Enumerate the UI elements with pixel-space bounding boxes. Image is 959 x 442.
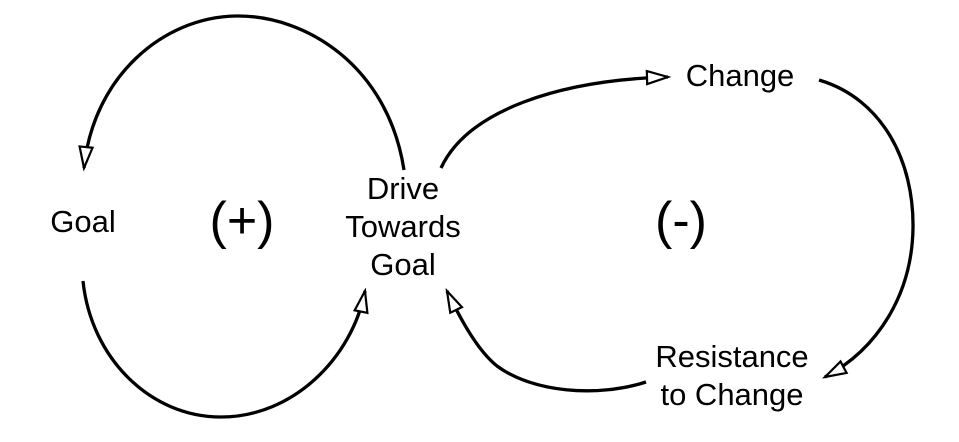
node-drive-line-1: Drive <box>366 171 440 206</box>
node-goal: Goal <box>50 204 116 239</box>
arc-drive-to-change <box>439 77 668 169</box>
negative-loop-sign: (-) <box>655 192 707 250</box>
arc-resistance-to-drive <box>447 291 647 393</box>
node-drive-line-2: Towards <box>345 209 461 244</box>
arc-goal-to-drive <box>81 280 365 419</box>
node-resistance-to-change: Resistance to Change <box>655 338 808 414</box>
arc-drive-to-goal <box>84 14 406 170</box>
arc-change-to-resistance <box>818 78 915 377</box>
node-resistance-line-2: to Change <box>660 377 804 412</box>
node-drive-towards-goal: Drive Towards Goal <box>345 170 460 284</box>
node-drive-line-3: Goal <box>370 247 436 282</box>
node-resistance-line-1: Resistance <box>655 339 809 374</box>
node-change: Change <box>685 58 795 93</box>
positive-loop-sign: (+) <box>209 192 275 250</box>
